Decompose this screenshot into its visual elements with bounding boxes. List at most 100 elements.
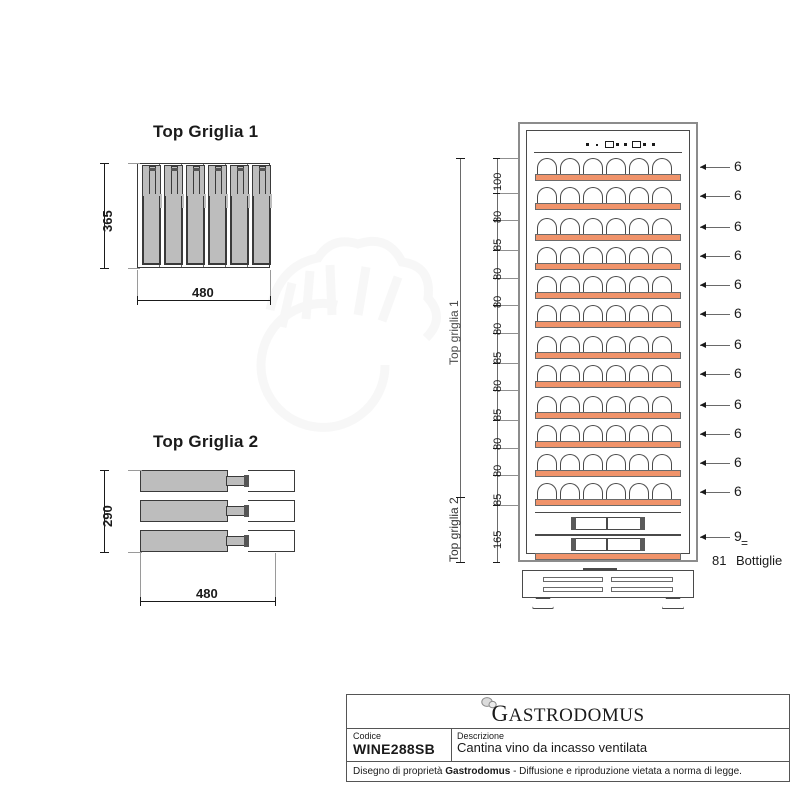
ext-line: [128, 163, 140, 164]
ext-line: [500, 333, 518, 334]
dim-tick: [100, 470, 109, 471]
shelf-spacing-value: 80: [492, 210, 504, 223]
logo-initial: G: [491, 701, 509, 726]
ext-line: [500, 448, 518, 449]
shelf-bottle-count: 6: [734, 187, 742, 203]
vent-slot: [543, 577, 603, 582]
cabinet-plinth: [522, 568, 694, 598]
logo-rest: ASTRODOMUS: [508, 705, 645, 726]
label-top-griglia-2: Top griglia 2: [447, 497, 461, 562]
dim-tick: [493, 333, 500, 334]
count-leader-arrow: [700, 402, 706, 408]
panel-display-icon: [632, 141, 641, 148]
bottle-plan-vertical: [142, 165, 162, 265]
panel-dot-icon: [586, 143, 589, 146]
ext-line: [500, 363, 518, 364]
plan1-title: Top Griglia 1: [153, 122, 259, 141]
dim-line-480b: [140, 601, 276, 602]
shelf-bottle-count: 6: [734, 218, 742, 234]
dim-tick: [493, 363, 500, 364]
dim-tick: [456, 497, 465, 498]
count-leader-line: [700, 492, 730, 493]
shelf-row: [535, 335, 681, 359]
bottle-plan-vertical: [230, 165, 250, 265]
count-leader-line: [700, 167, 730, 168]
count-leader-arrow: [700, 460, 706, 466]
shelf-spacing-value: 85: [492, 238, 504, 251]
ext-line: [500, 220, 518, 221]
chef-hat-icon: [481, 697, 497, 709]
count-leader-arrow: [700, 534, 706, 540]
shelf-row: [535, 395, 681, 419]
count-leader-arrow: [700, 342, 706, 348]
panel-dot-icon: [624, 143, 627, 146]
ext-line: [500, 305, 518, 306]
copyright-cell: Disegno di proprietà Gastrodomus - Diffu…: [347, 761, 789, 781]
shelf-spacing-value: 85: [492, 493, 504, 506]
chain-inner-line: [497, 158, 498, 562]
shelf-bottle-count: 6: [734, 425, 742, 441]
ext-line: [270, 270, 271, 296]
shelf-spacing-value: 85: [492, 351, 504, 364]
cabinet-foot: [662, 598, 684, 609]
shelf-spacing-value: 165: [492, 530, 504, 549]
dim-tick: [100, 163, 109, 164]
dim-tick: [275, 597, 276, 606]
logo-text: GASTRODOMUS: [347, 701, 789, 727]
dim-line-480: [137, 300, 271, 301]
shelf-bottle-count: 9: [734, 528, 742, 544]
ext-line: [500, 158, 518, 159]
logo-cell: GASTRODOMUS: [347, 695, 789, 729]
vent-slot: [543, 587, 603, 592]
shelf-row: [535, 157, 681, 181]
count-leader-line: [700, 314, 730, 315]
count-leader-arrow: [700, 371, 706, 377]
shelf-bottle-count: 6: [734, 454, 742, 470]
dim-tick: [493, 220, 500, 221]
cabinet-foot: [532, 598, 554, 609]
plan1-width-value: 480: [192, 285, 214, 300]
shelf-bottle-count: 6: [734, 483, 742, 499]
dim-tick: [493, 448, 500, 449]
dim-tick: [456, 158, 465, 159]
shelf-row: [535, 275, 681, 299]
code-label: Codice: [353, 731, 382, 741]
panel-dot-icon: [596, 144, 598, 146]
bottle-plan-horizontal: [140, 470, 295, 492]
dim-line-365: [104, 163, 105, 268]
dim-tick: [493, 390, 500, 391]
count-leader-arrow: [700, 489, 706, 495]
ext-line: [500, 390, 518, 391]
count-leader-line: [700, 374, 730, 375]
label-top-griglia-1: Top griglia 1: [447, 300, 461, 365]
ext-line: [500, 420, 518, 421]
count-leader-line: [700, 345, 730, 346]
code-value: WINE288SB: [353, 741, 436, 757]
total-bottle-count: 81: [712, 553, 727, 568]
dim-tick: [140, 597, 141, 606]
shelf-bottle-count: 6: [734, 158, 742, 174]
shelf-bottle-count: 6: [734, 365, 742, 381]
count-leader-arrow: [700, 282, 706, 288]
title-block: GASTRODOMUS Codice WINE288SB Descrizione…: [346, 694, 790, 782]
plan1-grid: [137, 163, 272, 268]
panel-display-icon: [605, 141, 614, 148]
chain-outer-line: [460, 158, 461, 562]
lower-shelf-bar: [535, 550, 681, 560]
dim-tick: [100, 268, 109, 269]
info-row: Codice WINE288SB Descrizione Cantina vin…: [347, 728, 789, 762]
code-cell: Codice WINE288SB: [347, 728, 452, 761]
door-handle[interactable]: [583, 568, 617, 571]
count-leader-arrow: [700, 253, 706, 259]
ext-line: [500, 278, 518, 279]
dim-tick: [493, 420, 500, 421]
dim-tick: [493, 475, 500, 476]
plan2-grid: [140, 470, 295, 552]
count-leader-line: [700, 463, 730, 464]
shelf-bottle-count: 6: [734, 276, 742, 292]
plan2-width-value: 480: [196, 586, 218, 601]
shelf-row: [535, 364, 681, 388]
shelf-bottle-count: 6: [734, 305, 742, 321]
dim-tick: [493, 505, 500, 506]
ext-line: [500, 505, 518, 506]
